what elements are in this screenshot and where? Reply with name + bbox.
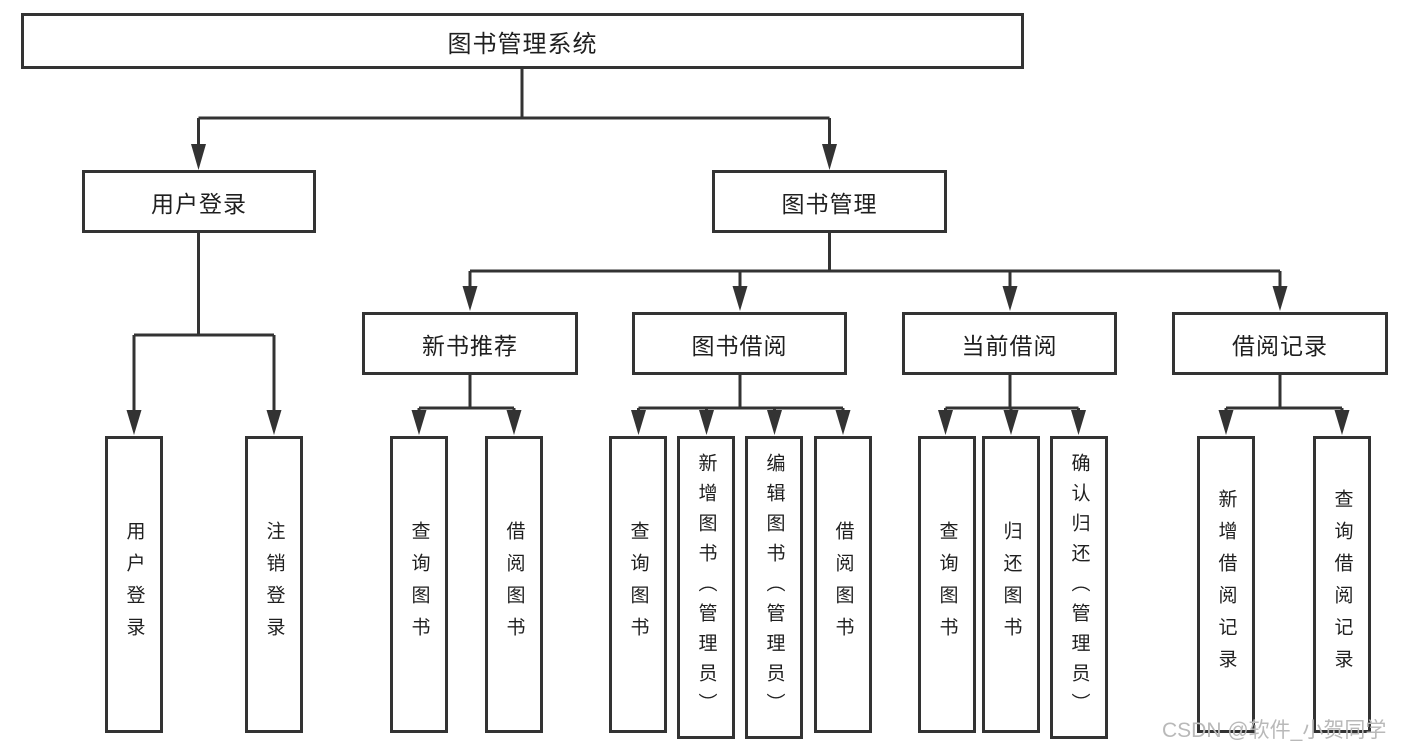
connector-records-to-leaves (1224, 375, 1344, 413)
node-new-book-recommend: 新书推荐 (362, 312, 578, 375)
leaf-query-books-current: 查询图书 (918, 436, 976, 733)
leaf-confirm-return-admin: 确认归还（管理员） (1050, 436, 1108, 739)
connector-root-to-level2 (197, 68, 831, 148)
leaf-return-books: 归还图书 (982, 436, 1040, 733)
leaf-logout: 注销登录 (245, 436, 303, 733)
leaf-query-books-borrow: 查询图书 (609, 436, 667, 733)
leaf-add-borrow-record: 新增借阅记录 (1197, 436, 1255, 733)
leaf-query-borrow-record: 查询借阅记录 (1313, 436, 1371, 733)
leaf-borrow-books-recommend: 借阅图书 (485, 436, 543, 733)
leaf-borrow-books: 借阅图书 (814, 436, 872, 733)
node-user-login: 用户登录 (82, 170, 316, 233)
node-current-borrow: 当前借阅 (902, 312, 1117, 375)
connector-login-to-leaves (132, 233, 276, 413)
leaf-edit-books-admin: 编辑图书（管理员） (745, 436, 803, 739)
node-system-root: 图书管理系统 (21, 13, 1024, 69)
connector-management-to-level3 (468, 233, 1282, 289)
leaf-query-books-recommend: 查询图书 (390, 436, 448, 733)
connector-borrow-to-leaves (637, 375, 845, 413)
node-book-borrow: 图书借阅 (632, 312, 847, 375)
leaf-add-books-admin: 新增图书（管理员） (677, 436, 735, 739)
arrowheads (126, 144, 1350, 435)
csdn-watermark: CSDN @软件_小贺同学 (1162, 719, 1387, 742)
connector-current-to-leaves (944, 375, 1080, 413)
connector-recommend-to-leaves (417, 375, 516, 413)
node-book-management: 图书管理 (712, 170, 947, 233)
node-borrow-records: 借阅记录 (1172, 312, 1388, 375)
leaf-user-login: 用户登录 (105, 436, 163, 733)
